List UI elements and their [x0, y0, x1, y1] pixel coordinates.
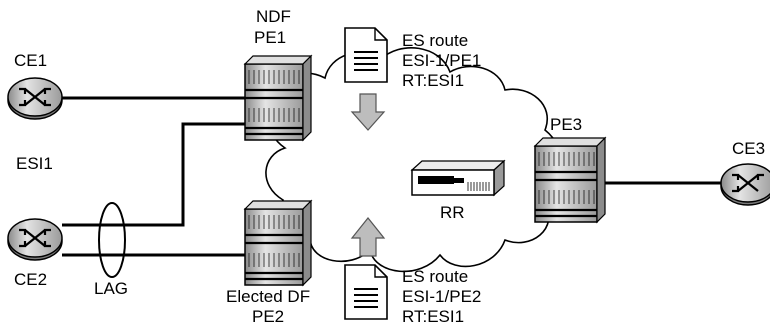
- document-icon-pe2: [344, 264, 388, 320]
- rr-device-icon: [410, 159, 506, 197]
- ce3-label: CE3: [732, 139, 765, 158]
- pe1-role-label: NDF: [256, 7, 291, 26]
- lag-ellipse: [98, 202, 126, 278]
- pe3-name-label: PE3: [550, 115, 582, 134]
- route-pe2-line-1: ES route: [402, 267, 468, 286]
- document-icon-pe1: [344, 27, 388, 83]
- route-pe2-line-2: ESI-1/PE2: [402, 287, 481, 306]
- route-pe2-line-3: RT:ESI1: [402, 307, 464, 326]
- esi-label: ESI1: [16, 154, 53, 173]
- ce2-router-icon: [7, 218, 63, 261]
- ce2-label: CE2: [14, 270, 47, 289]
- links: [62, 96, 722, 257]
- pe3-switch-icon: [533, 136, 607, 224]
- pe2-role-label: Elected DF: [226, 287, 310, 306]
- pe2-name-label: PE2: [252, 307, 284, 326]
- rr-label: RR: [440, 203, 465, 222]
- arrow-down-icon: [350, 93, 386, 131]
- lag-label: LAG: [94, 279, 128, 298]
- link-ce2-pe1: [62, 122, 245, 227]
- route-pe1-line-2: ESI-1/PE1: [402, 51, 481, 70]
- route-pe1-line-1: ES route: [402, 31, 468, 50]
- pe1-name-label: PE1: [254, 28, 286, 47]
- ce1-label: CE1: [14, 51, 47, 70]
- pe2-switch-icon: [243, 199, 313, 287]
- ce3-router-icon: [720, 163, 770, 206]
- ce1-router-icon: [7, 77, 63, 120]
- route-pe1-line-3: RT:ESI1: [402, 71, 464, 90]
- pe1-switch-icon: [243, 54, 313, 142]
- arrow-up-icon: [350, 217, 386, 257]
